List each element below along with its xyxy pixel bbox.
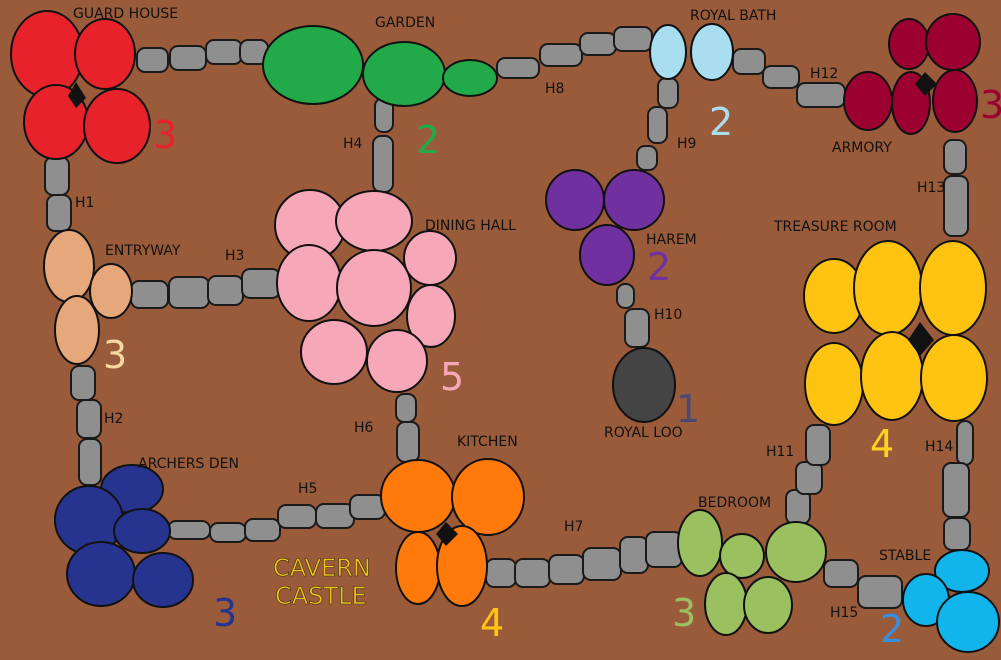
treasure-room-label: TREASURE ROOM bbox=[773, 219, 897, 235]
garden-chambers bbox=[262, 25, 498, 107]
hall-label-h11: H11 bbox=[766, 444, 794, 460]
room-armory: ARMORY 3 bbox=[832, 13, 1001, 156]
room-garden: GARDEN 2 bbox=[262, 15, 498, 162]
hall-labels: H1 H2 H3 H4 H5 H6 H7 H8 H9 H10 H11 H12 H… bbox=[75, 66, 953, 621]
entryway-label: ENTRYWAY bbox=[105, 243, 181, 259]
entryway-chambers bbox=[43, 229, 133, 365]
room-kitchen: KITCHEN 4 bbox=[380, 434, 525, 645]
hall-label-h12: H12 bbox=[810, 66, 838, 82]
hall-label-h9: H9 bbox=[677, 136, 696, 152]
hallway-stones bbox=[44, 26, 974, 609]
kitchen-label: KITCHEN bbox=[457, 434, 518, 450]
armory-chambers bbox=[843, 13, 981, 135]
armory-count: 3 bbox=[980, 83, 1001, 127]
room-harem: HAREM 2 bbox=[545, 169, 697, 289]
royal-loo-count: 1 bbox=[676, 387, 700, 431]
harem-chambers bbox=[545, 169, 665, 286]
royal-bath-chambers bbox=[649, 23, 734, 81]
room-dining-hall: DINING HALL 5 bbox=[274, 189, 516, 399]
kitchen-chambers bbox=[380, 458, 525, 607]
map-title-line-2: CASTLE bbox=[275, 582, 367, 610]
guard-house-label: GUARD HOUSE bbox=[73, 6, 178, 22]
room-stable: STABLE 2 bbox=[879, 548, 1000, 653]
harem-label: HAREM bbox=[646, 232, 697, 248]
hall-label-h5: H5 bbox=[298, 481, 317, 497]
guard-house-center bbox=[68, 82, 86, 108]
treasure-room-center bbox=[908, 322, 934, 356]
dining-hall-label: DINING HALL bbox=[425, 218, 516, 234]
dining-hall-count: 5 bbox=[440, 355, 464, 399]
garden-count: 2 bbox=[416, 118, 440, 162]
hall-label-h1: H1 bbox=[75, 195, 94, 211]
hall-label-h13: H13 bbox=[917, 180, 945, 196]
garden-label: GARDEN bbox=[375, 15, 435, 31]
armory-label: ARMORY bbox=[832, 140, 892, 156]
bedroom-label: BEDROOM bbox=[698, 495, 771, 511]
room-royal-loo: ROYAL LOO 1 bbox=[604, 347, 700, 441]
bedroom-chambers bbox=[677, 509, 827, 636]
royal-bath-count: 2 bbox=[709, 100, 733, 144]
hall-label-h10: H10 bbox=[654, 307, 682, 323]
bedroom-count: 3 bbox=[672, 591, 696, 635]
map-title: CAVERN CASTLE bbox=[273, 554, 371, 611]
hall-label-h4: H4 bbox=[343, 136, 363, 152]
dining-hall-chambers bbox=[274, 189, 457, 393]
royal-loo-chambers bbox=[612, 347, 676, 423]
room-archers-den: ARCHERS DEN 3 bbox=[54, 456, 239, 635]
kitchen-center bbox=[436, 522, 458, 546]
room-entryway: ENTRYWAY 3 bbox=[43, 229, 181, 377]
kitchen-count: 4 bbox=[480, 601, 504, 645]
stable-label: STABLE bbox=[879, 548, 931, 564]
map-title-line-1: CAVERN bbox=[273, 554, 371, 582]
hall-label-h15: H15 bbox=[830, 605, 858, 621]
hall-label-h2: H2 bbox=[104, 411, 123, 427]
entryway-count: 3 bbox=[103, 333, 127, 377]
treasure-room-chambers bbox=[803, 240, 988, 426]
room-royal-bath: ROYAL BATH 2 bbox=[649, 8, 776, 144]
room-treasure-room: TREASURE ROOM 4 bbox=[773, 219, 988, 466]
hall-label-h14: H14 bbox=[925, 439, 953, 455]
stable-count: 2 bbox=[880, 607, 904, 651]
guard-house-count: 3 bbox=[153, 113, 177, 157]
guard-house-chambers bbox=[10, 10, 151, 164]
hall-label-h3: H3 bbox=[225, 248, 244, 264]
hall-label-h8: H8 bbox=[545, 81, 564, 97]
archers-den-label: ARCHERS DEN bbox=[138, 456, 239, 472]
room-bedroom: BEDROOM 3 bbox=[672, 495, 827, 636]
archers-den-count: 3 bbox=[213, 591, 237, 635]
royal-loo-label: ROYAL LOO bbox=[604, 425, 683, 441]
hall-label-h7: H7 bbox=[564, 519, 583, 535]
archers-den-chambers bbox=[54, 464, 194, 608]
treasure-room-count: 4 bbox=[870, 422, 894, 466]
room-guard-house: GUARD HOUSE 3 bbox=[10, 6, 178, 164]
royal-bath-label: ROYAL BATH bbox=[690, 8, 776, 24]
harem-count: 2 bbox=[647, 245, 671, 289]
armory-center bbox=[915, 72, 937, 96]
stable-chambers bbox=[902, 549, 1000, 653]
hall-label-h6: H6 bbox=[354, 420, 374, 436]
